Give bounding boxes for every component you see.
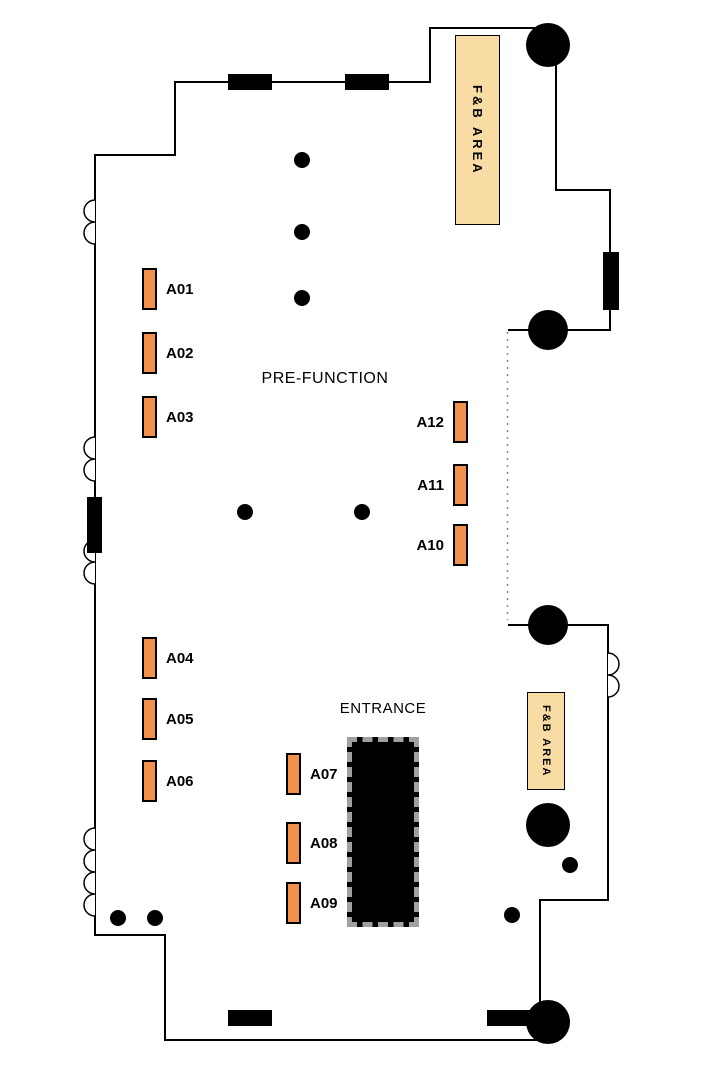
pre-function-label: PRE-FUNCTION <box>261 370 389 387</box>
door-arcs-right <box>607 652 620 698</box>
booth-A08[interactable]: A08 <box>286 822 338 864</box>
booth-A05[interactable]: A05 <box>142 698 194 740</box>
booth-A02[interactable]: A02 <box>142 332 194 374</box>
entrance-label: ENTRANCE <box>339 700 427 717</box>
booth-rect[interactable] <box>142 268 157 310</box>
booth-label: A11 <box>417 476 444 494</box>
booth-rect[interactable] <box>286 882 301 924</box>
booth-label: A08 <box>310 834 338 852</box>
fnb-area-bottom-label: F&B AREA <box>540 704 552 778</box>
booth-A12[interactable]: A12 <box>406 401 468 443</box>
fnb-area-top: F&B AREA <box>455 35 500 225</box>
door-arcs-left <box>83 199 96 917</box>
booth-A03[interactable]: A03 <box>142 396 194 438</box>
door-markers <box>87 74 619 1026</box>
wall-outline <box>94 27 611 1041</box>
booth-label: A05 <box>166 710 194 728</box>
booth-rect[interactable] <box>142 332 157 374</box>
booth-rect[interactable] <box>142 396 157 438</box>
fnb-area-bottom: F&B AREA <box>527 692 565 790</box>
booth-label: A03 <box>166 408 194 426</box>
booth-label: A10 <box>416 536 444 554</box>
booth-rect[interactable] <box>453 524 468 566</box>
booth-label: A01 <box>166 280 194 298</box>
booth-A06[interactable]: A06 <box>142 760 194 802</box>
booth-rect[interactable] <box>286 822 301 864</box>
booth-rect[interactable] <box>142 698 157 740</box>
booth-label: A06 <box>166 772 194 790</box>
booth-label: A09 <box>310 894 338 912</box>
fnb-area-top-label: F&B AREA <box>470 84 485 176</box>
booth-A09[interactable]: A09 <box>286 882 338 924</box>
booth-label: A04 <box>166 649 194 667</box>
large-column-markers <box>526 23 570 1044</box>
booth-A04[interactable]: A04 <box>142 637 194 679</box>
booth-rect[interactable] <box>453 464 468 506</box>
booth-A10[interactable]: A10 <box>406 524 468 566</box>
booth-label: A12 <box>416 413 444 431</box>
booth-label: A07 <box>310 765 338 783</box>
booth-A11[interactable]: A11 <box>406 464 468 506</box>
booth-rect[interactable] <box>286 753 301 795</box>
booth-rect[interactable] <box>142 760 157 802</box>
booth-A07[interactable]: A07 <box>286 753 338 795</box>
small-column-markers <box>110 152 578 926</box>
booth-rect[interactable] <box>453 401 468 443</box>
entrance-stage-block <box>347 737 419 927</box>
booth-A01[interactable]: A01 <box>142 268 194 310</box>
booth-label: A02 <box>166 344 194 362</box>
booth-rect[interactable] <box>142 637 157 679</box>
